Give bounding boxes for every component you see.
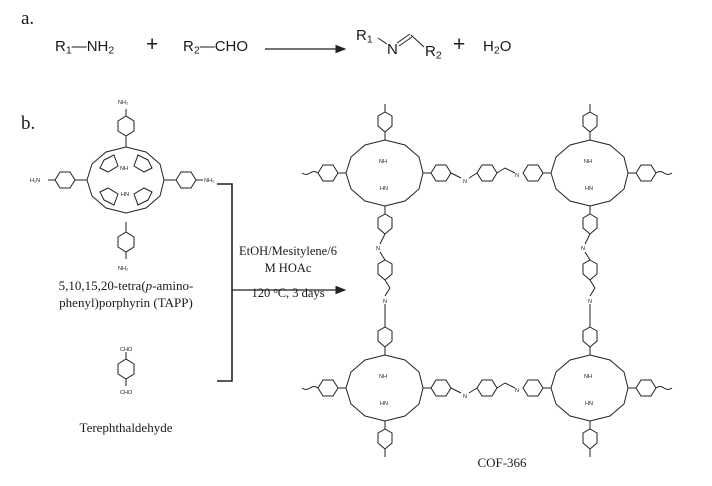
reactant-amine: R1—NH2 [55, 38, 114, 57]
imine-r1-subscript: 1 [366, 33, 373, 46]
tapp-caption: 5,10,15,20-tetra(p-amino- phenyl)porphyr… [40, 277, 212, 311]
water: H2O [483, 38, 511, 57]
condition-time: C, 3 days [277, 285, 325, 300]
panel-b-label: b. [21, 113, 36, 134]
cof-nh-br: NH [584, 374, 592, 380]
cof-n-right-2: N [588, 299, 592, 305]
cof-nh-tr: NH [584, 159, 592, 165]
tapp-nh2-top: NH₂ [118, 100, 128, 106]
condition-temperature: 120 oC, 3 days [234, 282, 342, 302]
tapp-caption-line2: phenyl)porphyrin (TAPP) [59, 295, 193, 310]
imine-r1: R1 [356, 27, 373, 46]
r2-subscript: 2 [193, 44, 200, 57]
imine-bond-c-r2 [410, 34, 425, 48]
imine-double-bond-2 [398, 36, 413, 47]
tapp-nh2-bottom: NH₂ [118, 266, 128, 272]
cof-n-left-1: N [376, 246, 380, 252]
r1-symbol: R [55, 38, 66, 55]
imine-r2-subscript: 2 [435, 49, 442, 62]
tph-cho-top: CHO [120, 347, 133, 353]
water-h: H [483, 38, 494, 55]
reactant-bracket [217, 183, 233, 382]
imine-r1-symbol: R [356, 27, 367, 44]
cof-n-bottom-1: N [463, 394, 467, 400]
cof-hn-br: HN [585, 401, 593, 407]
cof-n-right-1: N [581, 246, 585, 252]
cof-n-top-2: N [515, 173, 519, 179]
condition-degree: o [273, 285, 278, 295]
tapp-nh: NH [120, 166, 128, 172]
condition-acid: M HOAc [264, 261, 312, 275]
tph-cho-bottom: CHO [120, 390, 133, 396]
imine-double-bond-1 [396, 33, 411, 44]
imine-r2: R2 [425, 43, 442, 62]
water-o: O [499, 38, 512, 55]
cof-366-structure [301, 104, 673, 457]
aldehyde-group: —CHO [199, 38, 249, 55]
r1-subscript: 1 [65, 44, 72, 57]
cof-nh-tl: NH [379, 159, 387, 165]
imine-bond-n-r1 [377, 37, 388, 45]
cof-n-top-1: N [463, 179, 467, 185]
reaction-conditions: EtOH/Mesitylene/6 M HOAc 120 oC, 3 days [234, 243, 342, 302]
tapp-caption-p: p [145, 278, 153, 293]
cof-n-left-2: N [383, 299, 387, 305]
tapp-structure [48, 109, 203, 259]
tapp-caption-line1: 5,10,15,20-tetra(p-amino- [40, 277, 212, 294]
tapp-h2n-left: H₂N [30, 178, 40, 184]
tapp-caption-part1: 5,10,15,20-tetra( [58, 278, 146, 293]
cof-hn-tr: HN [585, 186, 593, 192]
reaction-arrowhead-a [335, 44, 347, 54]
tapp-hn: HN [121, 192, 129, 198]
reaction-arrowhead-b [335, 285, 347, 295]
condition-solvent: EtOH/Mesitylene/6 [239, 244, 337, 258]
tapp-nh2-right: NH₂ [204, 178, 214, 184]
cof-n-bottom-2: N [515, 388, 519, 394]
cof-nh-bl: NH [379, 374, 387, 380]
imine-n: N [387, 41, 398, 58]
imine-r2-symbol: R [425, 43, 436, 60]
condition-temp-value: 120 [251, 285, 274, 300]
panel-a-label: a. [21, 8, 35, 29]
plus-sign-2: + [453, 33, 466, 56]
amine-group: —NH [71, 38, 109, 55]
water-subscript: 2 [493, 44, 500, 57]
amine-subscript: 2 [108, 44, 115, 57]
reactant-aldehyde: R2—CHO [183, 38, 248, 57]
r2-symbol: R [183, 38, 194, 55]
cof-hn-bl: HN [380, 401, 388, 407]
terephthaldehyde-structure [117, 352, 135, 386]
tapp-caption-part2: -amino- [152, 278, 194, 293]
cof-hn-tl: HN [380, 186, 388, 192]
plus-sign: + [146, 33, 159, 56]
cof-caption: COF-366 [477, 455, 527, 470]
terephthaldehyde-caption: Terephthaldehyde [79, 420, 173, 435]
